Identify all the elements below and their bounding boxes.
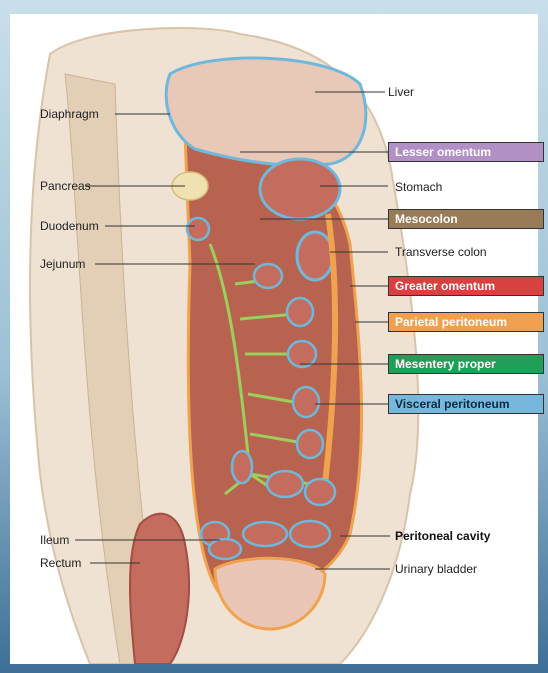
- box-lesser-omentum: Lesser omentum: [388, 142, 544, 162]
- label-liver: Liver: [388, 85, 414, 99]
- box-parietal-peritoneum: Parietal peritoneum: [388, 312, 544, 332]
- transverse-colon: [297, 232, 333, 280]
- box-mesentery-proper: Mesentery proper: [388, 354, 544, 374]
- rectum: [130, 514, 189, 664]
- intestine-loop: [267, 471, 303, 497]
- intestine-loop: [293, 387, 319, 417]
- duodenum: [187, 218, 209, 240]
- figure-frame: Liver Diaphragm Pancreas Stomach Duodenu…: [10, 14, 538, 664]
- intestine-loop: [254, 264, 282, 288]
- label-transverse-colon: Transverse colon: [395, 245, 487, 259]
- label-duodenum: Duodenum: [40, 219, 99, 233]
- intestine-loop: [288, 341, 316, 367]
- label-ileum: Ileum: [40, 533, 69, 547]
- intestine-loop: [305, 479, 335, 505]
- intestine-loop: [297, 430, 323, 458]
- liver: [166, 58, 366, 165]
- label-rectum: Rectum: [40, 556, 81, 570]
- label-diaphragm: Diaphragm: [40, 107, 99, 121]
- intestine-loop: [243, 522, 287, 546]
- label-jejunum: Jejunum: [40, 257, 85, 271]
- intestine-loop: [232, 451, 252, 483]
- label-stomach: Stomach: [395, 180, 442, 194]
- intestine-loop: [209, 539, 241, 559]
- intestine-loop: [290, 521, 330, 547]
- stomach: [260, 159, 340, 219]
- intestine-loop: [287, 298, 313, 326]
- box-mesocolon: Mesocolon: [388, 209, 544, 229]
- box-greater-omentum: Greater omentum: [388, 276, 544, 296]
- box-visceral-peritoneum: Visceral peritoneum: [388, 394, 544, 414]
- label-pancreas: Pancreas: [40, 179, 91, 193]
- label-peritoneal-cavity: Peritoneal cavity: [395, 529, 490, 543]
- label-urinary-bladder: Urinary bladder: [395, 562, 477, 576]
